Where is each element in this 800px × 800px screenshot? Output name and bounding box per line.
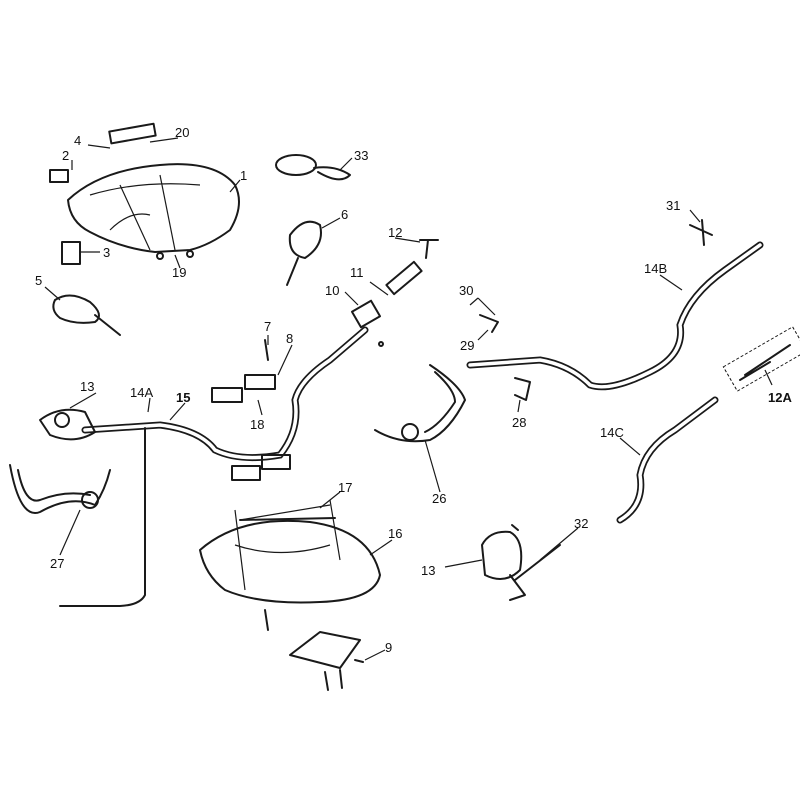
label-8: 8 — [286, 331, 293, 346]
label-31: 31 — [666, 198, 680, 213]
label-33: 33 — [354, 148, 368, 163]
part-mirror-6 — [286, 220, 322, 286]
label-13-right: 13 — [421, 563, 435, 578]
part-clamps — [211, 339, 291, 481]
label-16: 16 — [388, 526, 402, 541]
label-6: 6 — [341, 207, 348, 222]
label-5: 5 — [35, 273, 42, 288]
label-26: 26 — [432, 491, 446, 506]
part-17 — [239, 517, 336, 521]
part-upper-cover — [49, 122, 240, 265]
label-14c: 14C — [600, 425, 624, 440]
part-handguard-26 — [374, 364, 466, 443]
label-30: 30 — [459, 283, 473, 298]
label-9: 9 — [385, 640, 392, 655]
callout-labels: 4 20 2 1 33 6 3 19 12 31 14B 5 11 10 30 … — [35, 125, 792, 655]
label-1: 1 — [240, 168, 247, 183]
label-13-left: 13 — [80, 379, 94, 394]
label-12a: 12A — [768, 390, 792, 405]
label-15: 15 — [176, 390, 190, 405]
part-12a-kit — [722, 326, 800, 392]
label-28: 28 — [512, 415, 526, 430]
label-20: 20 — [175, 125, 189, 140]
label-27: 27 — [50, 556, 64, 571]
label-14a: 14A — [130, 385, 153, 400]
label-2: 2 — [62, 148, 69, 163]
label-11: 11 — [350, 265, 364, 280]
leader-lines — [44, 137, 773, 661]
label-14b: 14B — [644, 261, 667, 276]
label-32: 32 — [574, 516, 588, 531]
part-handlebar-14c — [616, 396, 719, 524]
part-handlebar-14b — [466, 241, 764, 391]
part-grips — [350, 239, 439, 347]
label-7: 7 — [264, 319, 271, 334]
label-4: 4 — [74, 133, 81, 148]
part-plate-9 — [289, 631, 364, 691]
part-handguard-27 — [9, 464, 111, 514]
label-12: 12 — [388, 225, 402, 240]
part-mirror-5 — [52, 294, 121, 336]
part-switch-13 — [481, 524, 561, 601]
part-lower-cover — [199, 499, 381, 631]
part-mirror-33 — [275, 154, 351, 181]
label-10: 10 — [325, 283, 339, 298]
part-handlebar-15 — [39, 326, 369, 607]
part-small-fittings — [479, 219, 713, 401]
label-17: 17 — [338, 480, 352, 495]
label-29: 29 — [460, 338, 474, 353]
label-19: 19 — [172, 265, 186, 280]
label-3: 3 — [103, 245, 110, 260]
label-18: 18 — [250, 417, 264, 432]
